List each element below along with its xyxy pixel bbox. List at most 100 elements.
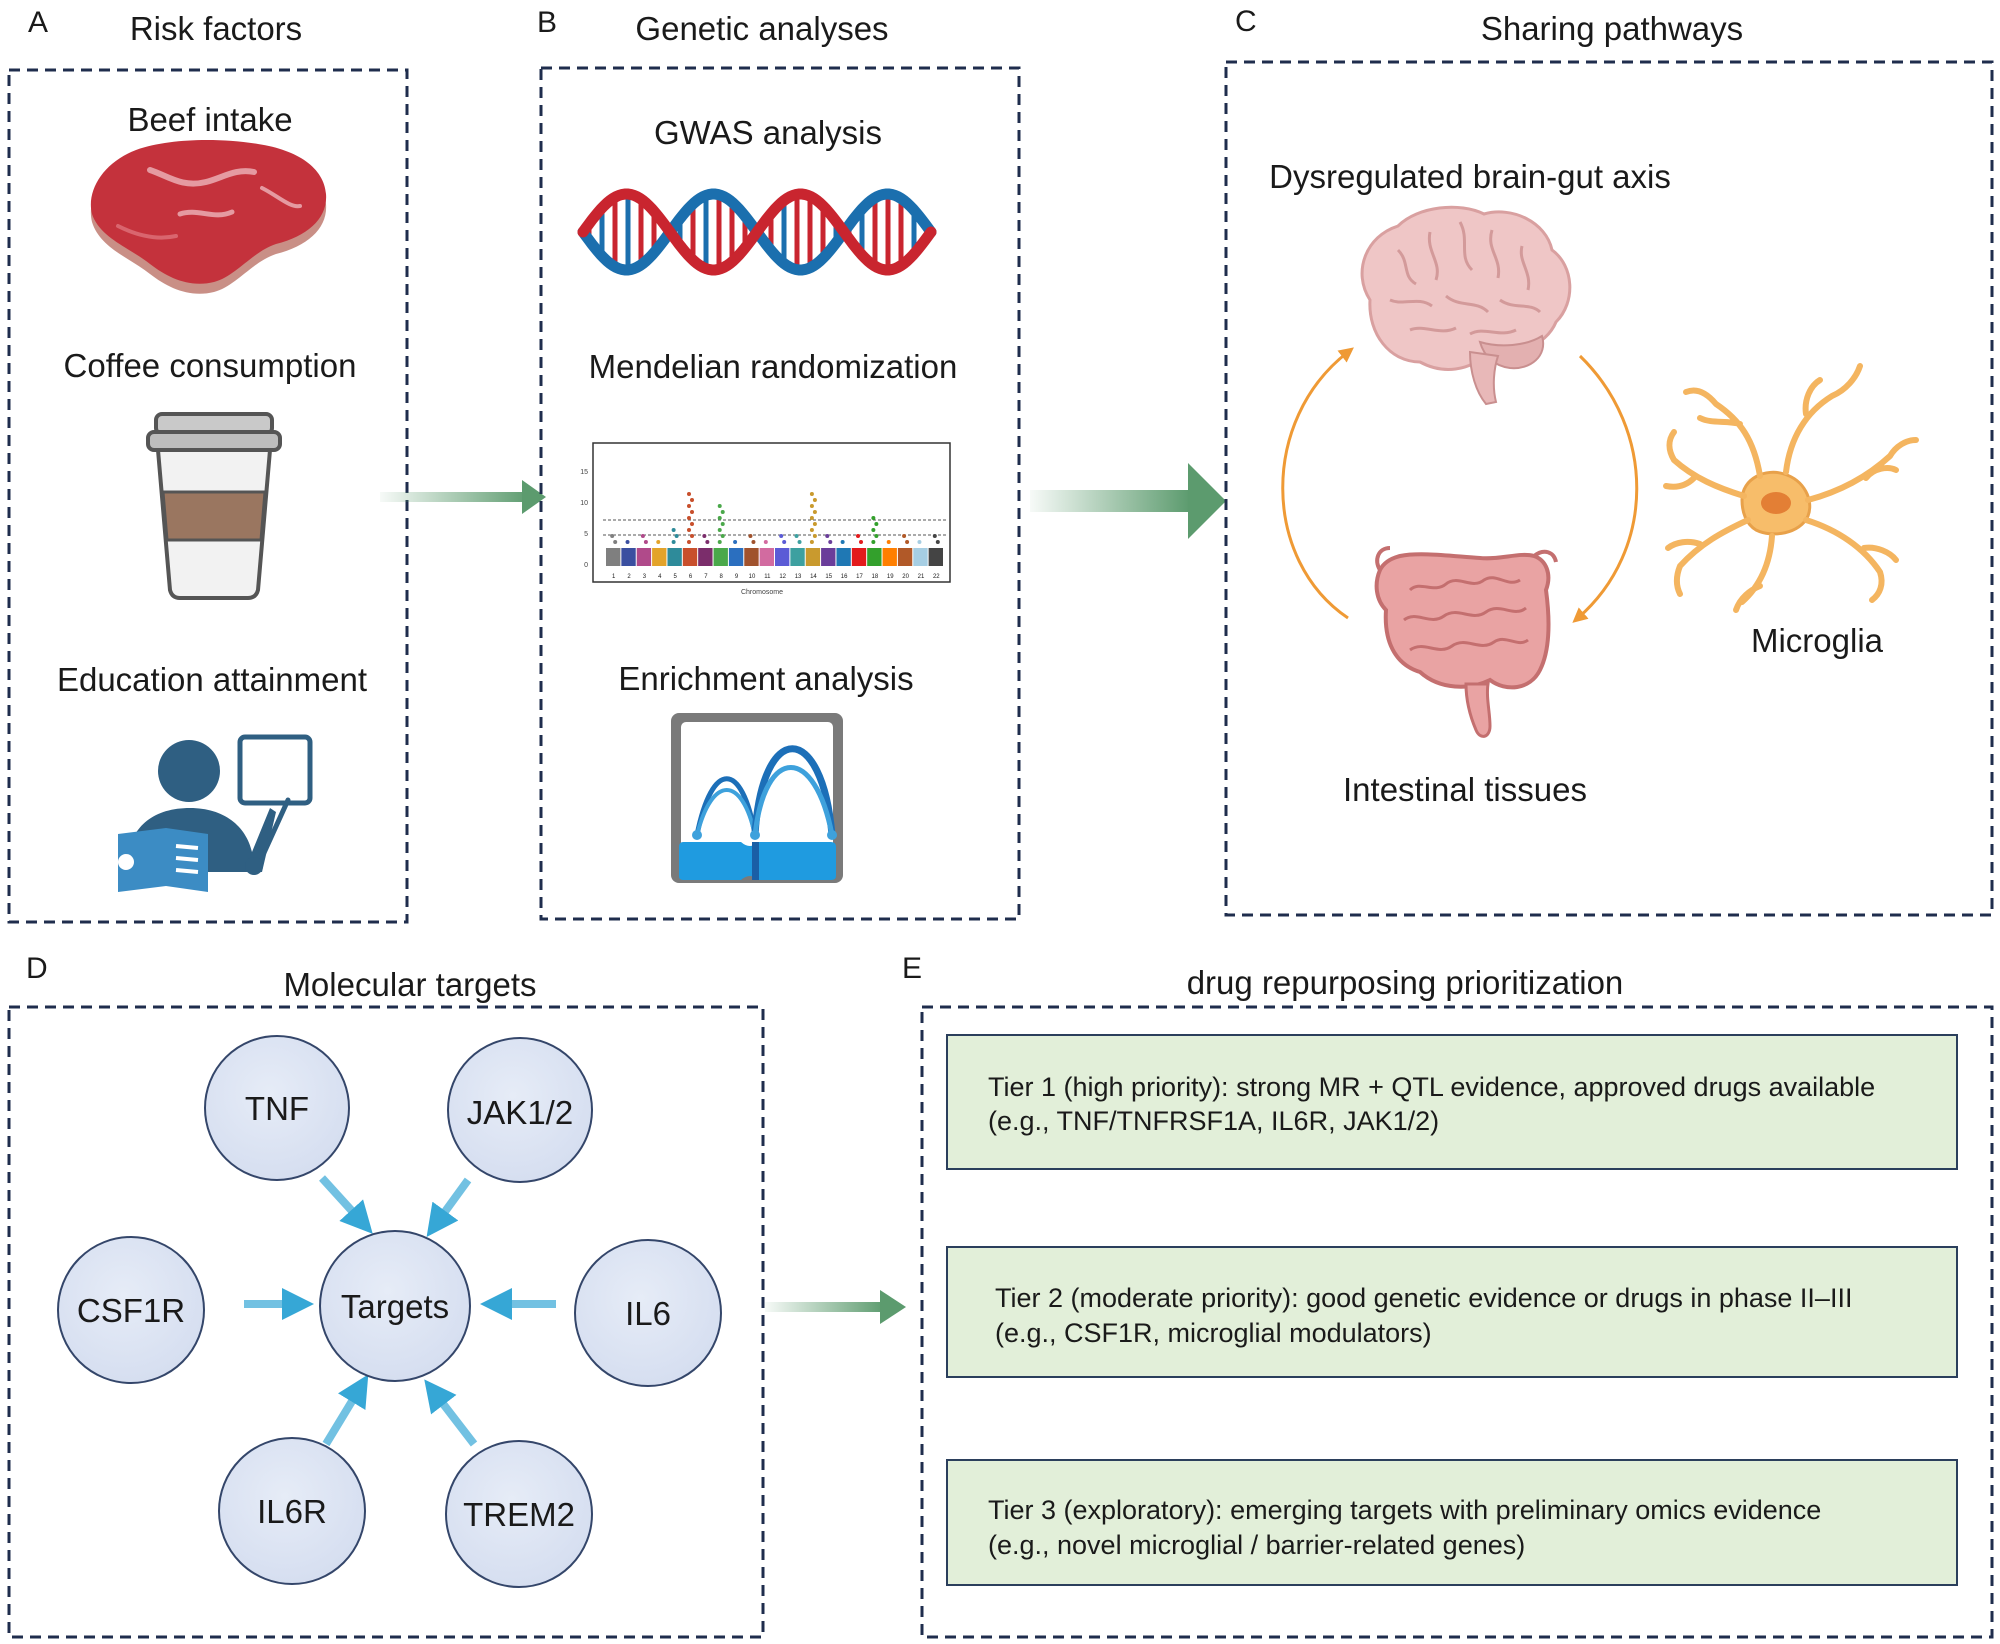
- intestine-icon: [1374, 546, 1558, 738]
- tier-1-line-2: (e.g., TNF/TNFRSF1A, IL6R, JAK1/2): [988, 1106, 1439, 1136]
- chromosome-tick: 12: [779, 574, 786, 580]
- chromosome-tick: 3: [643, 574, 647, 580]
- microglia-label: Microglia: [1751, 622, 1884, 659]
- svg-text:IL6: IL6: [625, 1295, 671, 1332]
- panel-a: A Risk factors Beef intake Coffee consum…: [7, 6, 409, 924]
- chromosome-tick: 15: [825, 574, 832, 580]
- panel-e-border: [920, 1005, 1994, 1639]
- tier-1-box: Tier 1 (high priority): strong MR + QTL …: [946, 1034, 1958, 1170]
- chromosome-tick: 7: [704, 574, 708, 580]
- chromosome-block-4: [652, 548, 667, 566]
- microglia-icon: [1663, 363, 1919, 613]
- chromosome-tick: 14: [810, 574, 817, 580]
- node-arrows: [244, 1175, 556, 1447]
- panel-a-title: Risk factors: [130, 10, 302, 47]
- tier-3-line-1: Tier 3 (exploratory): emerging targets w…: [988, 1495, 1821, 1525]
- flow-arrow-a-b: [380, 480, 546, 514]
- svg-text:JAK1/2: JAK1/2: [467, 1094, 573, 1131]
- chromosome-tick: 9: [735, 574, 739, 580]
- panel-d-letter: D: [26, 952, 48, 985]
- beef-intake-label: Beef intake: [127, 101, 292, 138]
- chromosome-tick: 5: [673, 574, 677, 580]
- node-jak1-2: JAK1/2: [447, 1037, 593, 1183]
- education-attainment-label: Education attainment: [57, 661, 367, 698]
- chromosome-block-13: [790, 548, 805, 566]
- tier-3-line-2: (e.g., novel microglial / barrier-relate…: [988, 1530, 1525, 1560]
- panel-e: E drug repurposing prioritization Tier 1…: [902, 952, 1994, 1639]
- panel-b: B Genetic analyses GWAS analysis Mendeli…: [537, 6, 1021, 921]
- chromosome-block-20: [897, 548, 913, 566]
- chromosome-block-19: [882, 548, 897, 566]
- svg-text:10: 10: [580, 500, 588, 507]
- chromosome-tick: 21: [918, 574, 925, 580]
- chromosome-tick: 13: [795, 574, 802, 580]
- chromosome-block-14: [805, 548, 821, 566]
- panel-c-border: [1224, 60, 1994, 917]
- chromosome-block-11: [759, 548, 774, 566]
- node-csf1r: CSF1R: [57, 1236, 205, 1384]
- svg-text:15: 15: [580, 469, 588, 476]
- brain-gut-axis-label: Dysregulated brain-gut axis: [1269, 158, 1671, 195]
- chromosome-tick: 20: [902, 574, 909, 580]
- panel-e-title: drug repurposing prioritization: [1187, 964, 1624, 1001]
- coffee-consumption-label: Coffee consumption: [64, 347, 357, 384]
- chromosome-tick: 11: [764, 574, 771, 580]
- chromosome-tick: 22: [933, 574, 940, 580]
- chromosome-block-1: [606, 548, 621, 566]
- svg-text:5: 5: [584, 531, 588, 538]
- chromosome-block-21: [913, 548, 928, 566]
- chromosome-block-10: [744, 548, 759, 566]
- chromosome-block-6: [682, 548, 698, 566]
- panel-e-letter: E: [902, 952, 922, 985]
- tier-2-box: Tier 2 (moderate priority): good genetic…: [946, 1246, 1958, 1378]
- svg-text:CSF1R: CSF1R: [77, 1292, 185, 1329]
- chromosome-tick: 17: [856, 574, 863, 580]
- tier-1-line-1: Tier 1 (high priority): strong MR + QTL …: [988, 1072, 1875, 1102]
- chromosome-block-8: [713, 548, 728, 566]
- chromosome-block-3: [636, 548, 652, 566]
- chromosome-block-5: [667, 548, 682, 566]
- chromosome-tick: 6: [689, 574, 693, 580]
- intestinal-tissues-label: Intestinal tissues: [1343, 771, 1587, 808]
- chromosome-tick: 4: [658, 574, 662, 580]
- panel-a-letter: A: [28, 6, 48, 39]
- svg-text:Chromosome: Chromosome: [741, 589, 783, 596]
- coffee-cup-icon: [146, 412, 282, 600]
- enrichment-analysis-label: Enrichment analysis: [618, 660, 913, 697]
- svg-text:Targets: Targets: [341, 1288, 449, 1325]
- chromosome-block-15: [821, 548, 836, 566]
- panel-b-title: Genetic analyses: [635, 10, 888, 47]
- chromosome-block-12: [775, 548, 790, 566]
- svg-text:0: 0: [584, 562, 588, 569]
- node-il6r: IL6R: [218, 1437, 366, 1585]
- gwas-analysis-label: GWAS analysis: [654, 114, 882, 151]
- chromosome-tick: 19: [887, 574, 894, 580]
- chromosome-block-22: [928, 548, 943, 566]
- chromosome-block-16: [836, 548, 851, 566]
- cycle-arrow-up: [1281, 347, 1354, 620]
- tier-2-line-2: (e.g., CSF1R, microglial modulators): [995, 1318, 1432, 1348]
- panel-d-title: Molecular targets: [283, 966, 536, 1003]
- panel-a-border: [7, 68, 409, 924]
- chromosome-block-18: [867, 548, 882, 566]
- svg-text:TREM2: TREM2: [463, 1496, 575, 1533]
- beef-icon: [90, 140, 327, 294]
- dna-icon: [577, 188, 937, 276]
- node-il6: IL6: [574, 1239, 722, 1387]
- panel-c-letter: C: [1235, 5, 1257, 38]
- panel-b-letter: B: [537, 6, 557, 39]
- mendelian-randomization-label: Mendelian randomization: [589, 348, 958, 385]
- tier-2-line-1: Tier 2 (moderate priority): good genetic…: [995, 1283, 1852, 1313]
- tier-3-box: Tier 3 (exploratory): emerging targets w…: [946, 1459, 1958, 1586]
- flow-arrow-b-c: [1030, 463, 1226, 539]
- teacher-icon: [118, 734, 313, 892]
- chromosome-tick: 16: [841, 574, 848, 580]
- chromosome-block-2: [621, 548, 636, 566]
- brain-icon: [1360, 205, 1572, 406]
- panel-c-title: Sharing pathways: [1481, 10, 1743, 47]
- panel-b-border: [539, 66, 1021, 921]
- svg-text:IL6R: IL6R: [257, 1493, 327, 1530]
- chromosome-block-9: [728, 548, 744, 566]
